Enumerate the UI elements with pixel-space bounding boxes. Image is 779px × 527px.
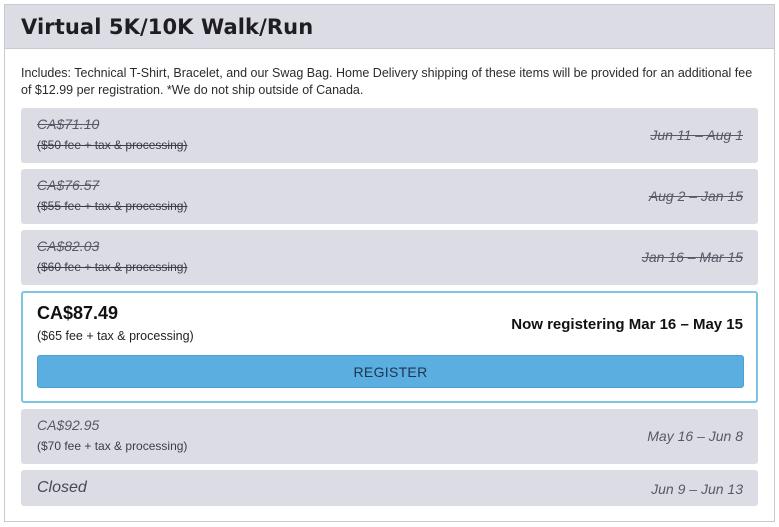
price-tier-3: CA$82.03 ($60 fee + tax & processing) Ja… — [21, 230, 758, 285]
includes-text: Includes: Technical T-Shirt, Bracelet, a… — [21, 66, 753, 97]
card-header: Virtual 5K/10K Walk/Run — [5, 5, 774, 49]
tier-price: CA$82.03 — [37, 238, 100, 254]
registration-status: Now registering Mar 16 – May 15 — [511, 316, 743, 333]
price-tier-2: CA$76.57 ($55 fee + tax & processing) Au… — [21, 169, 758, 224]
tier-dates: May 16 – Jun 8 — [647, 428, 743, 444]
tier-fee: ($70 fee + tax & processing) — [37, 439, 188, 453]
tier-price: CA$87.49 — [37, 303, 119, 323]
tier-dates: Jun 11 – Aug 1 — [650, 127, 743, 143]
tier-fee: ($55 fee + tax & processing) — [37, 199, 188, 213]
tier-price: CA$92.95 — [37, 417, 100, 433]
tier-fee: ($60 fee + tax & processing) — [37, 260, 188, 274]
registration-card: Virtual 5K/10K Walk/Run Includes: Techni… — [4, 4, 775, 522]
tier-price: CA$76.57 — [37, 177, 100, 193]
price-tier-1: CA$71.10 ($50 fee + tax & processing) Ju… — [21, 108, 758, 163]
register-button[interactable]: REGISTER — [37, 355, 744, 388]
closed-label: Closed — [37, 479, 87, 496]
tier-price: CA$71.10 — [37, 116, 100, 132]
tier-fee: ($65 fee + tax & processing) — [37, 329, 194, 343]
tier-dates: Jan 16 – Mar 15 — [641, 249, 743, 265]
tier-fee: ($50 fee + tax & processing) — [37, 138, 188, 152]
price-tier-5: CA$92.95 ($70 fee + tax & processing) Ma… — [21, 409, 758, 464]
tier-dates: Aug 2 – Jan 15 — [648, 188, 743, 204]
price-tier-closed: Closed Jun 9 – Jun 13 — [21, 470, 758, 506]
tier-dates: Jun 9 – Jun 13 — [651, 481, 743, 497]
event-title: Virtual 5K/10K Walk/Run — [21, 15, 314, 39]
price-tier-current: CA$87.49 ($65 fee + tax & processing) No… — [21, 291, 758, 403]
